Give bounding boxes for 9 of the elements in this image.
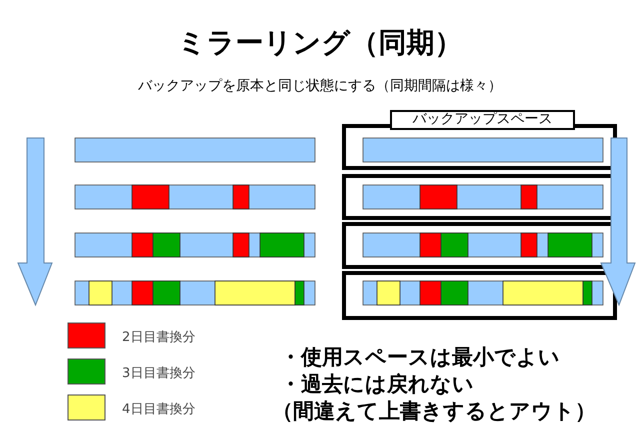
legend-label: 2日目書換分 (122, 329, 196, 346)
legend-label: 4日目書換分 (122, 401, 196, 418)
subtitle: バックアップを原本と同じ状態にする（同期間隔は様々） (137, 77, 503, 95)
note-text: ・過去には戻れない (280, 371, 474, 398)
label-box: バックアップスペース (390, 110, 575, 130)
legend-label: 3日目書換分 (122, 365, 196, 382)
title: ミラーリング（同期） (176, 25, 464, 61)
note-text: （間違えて上書きするとアウト） (272, 398, 596, 425)
note-text: ・使用スペースは最小でよい (280, 344, 560, 371)
